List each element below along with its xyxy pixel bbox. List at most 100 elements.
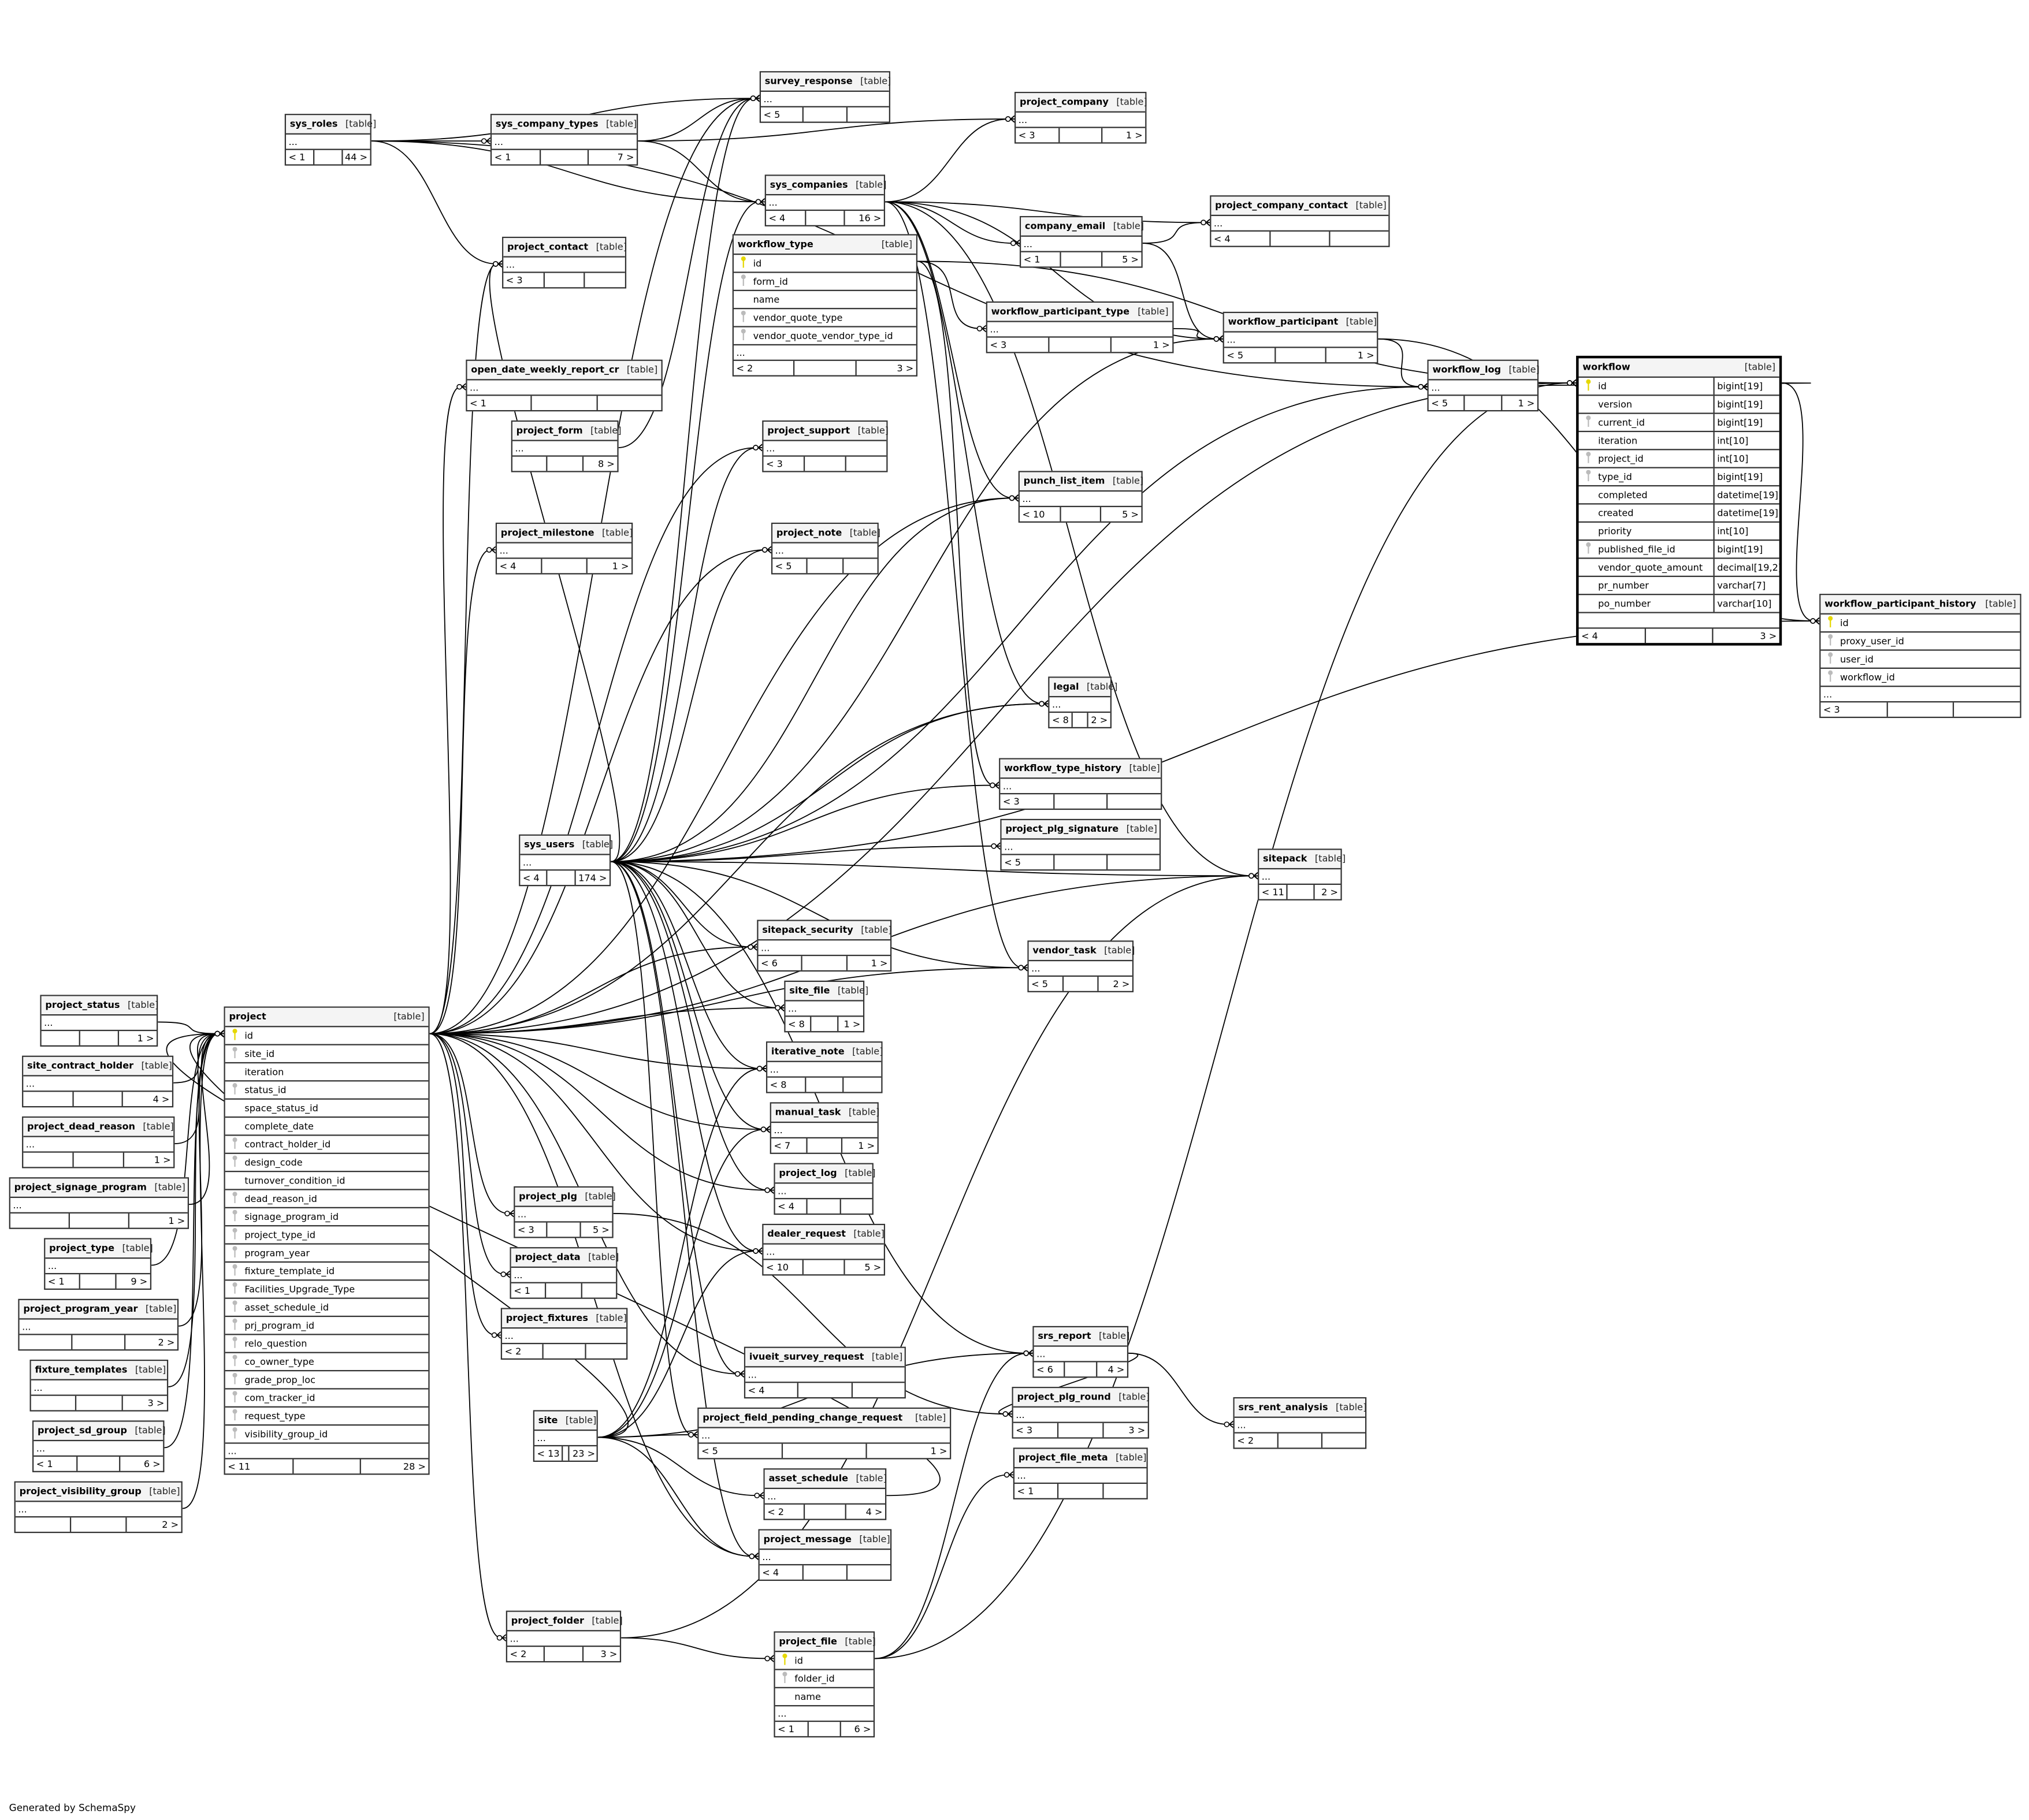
parents-count[interactable]	[10, 1214, 69, 1228]
table-iterative-note[interactable]: iterative_note[table]...< 8	[765, 1041, 883, 1093]
more-columns[interactable]: ...	[31, 1380, 167, 1396]
table-name[interactable]: workflow_log	[1432, 364, 1502, 376]
children-count[interactable]: 1 >	[586, 559, 631, 574]
table-header[interactable]: sitepack_security[table]	[758, 921, 892, 941]
table-header[interactable]: project_status[table]	[41, 996, 158, 1016]
table-name[interactable]: punch_list_item	[1023, 475, 1105, 487]
table-header[interactable]: project_file_meta[table]	[1014, 1449, 1147, 1469]
table-header[interactable]: project_log[table]	[775, 1164, 876, 1184]
table-header[interactable]: project_message[table]	[759, 1530, 890, 1550]
parents-count[interactable]: < 1	[470, 397, 486, 409]
parents-count[interactable]: < 1	[47, 1275, 65, 1287]
column-row[interactable]: Facilities_Upgrade_Type	[225, 1281, 429, 1299]
column-row[interactable]: id	[225, 1027, 429, 1045]
table-project-signage-program[interactable]: project_signage_program[table]...1 >	[9, 1177, 189, 1229]
more-columns[interactable]: ...	[772, 544, 878, 559]
column-row[interactable]: com_tracker_id	[225, 1390, 429, 1408]
parents-count[interactable]: < 5	[1227, 349, 1244, 361]
children-count[interactable]: 23 >	[568, 1446, 597, 1461]
children-count[interactable]: 4 >	[1095, 1362, 1127, 1377]
parents-count[interactable]: < 2	[736, 362, 753, 374]
more-columns[interactable]: ...	[763, 1245, 884, 1260]
table-header[interactable]: site[table]	[534, 1411, 597, 1431]
table-header[interactable]: project_form[table]	[512, 422, 621, 441]
table-name[interactable]: project_fixtures	[506, 1312, 588, 1324]
column-row[interactable]: name	[733, 291, 916, 310]
column-row[interactable]: space_status_id	[225, 1100, 429, 1118]
table-name[interactable]: project	[229, 1011, 266, 1023]
table-header[interactable]: project_plg_round[table]	[1013, 1388, 1150, 1408]
table-name[interactable]: project_sd_group	[37, 1424, 127, 1437]
more-columns[interactable]: ...	[1224, 333, 1377, 348]
column-row[interactable]: vendor_quote_type	[733, 309, 916, 327]
children-count[interactable]: 8 >	[582, 456, 617, 471]
table-header[interactable]: project_dead_reason[table]	[23, 1118, 174, 1137]
children-count[interactable]: 1 >	[1500, 396, 1537, 411]
children-count[interactable]: 1 >	[122, 1152, 173, 1167]
column-row[interactable]: id	[775, 1652, 874, 1670]
table-name[interactable]: srs_rent_analysis	[1238, 1401, 1328, 1413]
parents-count[interactable]: < 11	[1261, 886, 1284, 898]
table-name[interactable]: site_contract_holder	[27, 1060, 134, 1072]
parents-count[interactable]: < 1	[514, 1284, 531, 1297]
table-name[interactable]: iterative_note	[771, 1045, 845, 1058]
table-project-data[interactable]: project_data[table]...< 1	[510, 1247, 619, 1299]
more-columns[interactable]: ...	[45, 1259, 150, 1275]
table-header[interactable]: open_date_weekly_report_cr[table]	[467, 360, 662, 381]
table-project-status[interactable]: project_status[table]...1 >	[40, 995, 158, 1047]
column-row[interactable]: user_id	[1820, 651, 2020, 669]
more-columns[interactable]: ...	[698, 1428, 950, 1444]
table-name[interactable]: dealer_request	[767, 1228, 846, 1240]
table-header[interactable]: legal[table]	[1049, 678, 1117, 698]
table-header[interactable]: project_note[table]	[772, 524, 880, 544]
parents-count[interactable]: < 1	[288, 151, 306, 163]
parents-count[interactable]: < 3	[506, 274, 523, 286]
table-header[interactable]: sys_roles[table]	[285, 115, 376, 135]
table-open-date-weekly-report-cr[interactable]: open_date_weekly_report_cr[table]...< 1	[466, 359, 663, 412]
table-project-contact[interactable]: project_contact[table]...< 3	[502, 236, 627, 289]
children-count[interactable]: 2 >	[1097, 977, 1132, 991]
children-count[interactable]	[1106, 855, 1160, 870]
children-count[interactable]	[596, 396, 662, 411]
children-count[interactable]	[1321, 1433, 1365, 1448]
parents-count[interactable]: < 5	[775, 560, 792, 572]
table-name[interactable]: ivueit_survey_request	[749, 1351, 864, 1363]
parents-count[interactable]: < 3	[1018, 129, 1035, 141]
parents-count[interactable]: < 2	[510, 1648, 527, 1660]
children-count[interactable]	[580, 1283, 616, 1298]
more-columns[interactable]: ...	[775, 1183, 872, 1200]
more-columns[interactable]: ...	[764, 1489, 886, 1505]
table-name[interactable]: project_note	[776, 527, 842, 539]
table-name[interactable]: project_field_pending_change_request	[703, 1412, 903, 1424]
parents-count[interactable]: < 6	[1036, 1363, 1053, 1375]
table-header[interactable]: project_field_pending_change_request[tab…	[698, 1409, 950, 1428]
parents-count[interactable]: < 8	[788, 1018, 805, 1030]
children-count[interactable]: 2 >	[1313, 885, 1341, 899]
column-row[interactable]: contract_holder_id	[225, 1136, 429, 1154]
more-columns[interactable]: ...	[15, 1502, 181, 1518]
more-columns[interactable]: ...	[987, 322, 1173, 338]
parents-count[interactable]: < 1	[778, 1723, 794, 1735]
children-count[interactable]: 2 >	[125, 1517, 181, 1532]
table-project-fixtures[interactable]: project_fixtures[table]...< 2	[500, 1308, 628, 1360]
table-srs-rent-analysis[interactable]: srs_rent_analysis[table]...< 2	[1233, 1397, 1366, 1449]
table-header[interactable]: workflow_type_history[table]	[1000, 759, 1161, 779]
table-name[interactable]: legal	[1053, 681, 1079, 693]
children-count[interactable]: 1 >	[841, 1138, 878, 1153]
parents-count[interactable]: < 2	[767, 1505, 785, 1518]
children-count[interactable]	[846, 1565, 890, 1580]
more-columns[interactable]: ...	[1049, 697, 1110, 713]
more-columns[interactable]: ...	[1028, 961, 1132, 977]
